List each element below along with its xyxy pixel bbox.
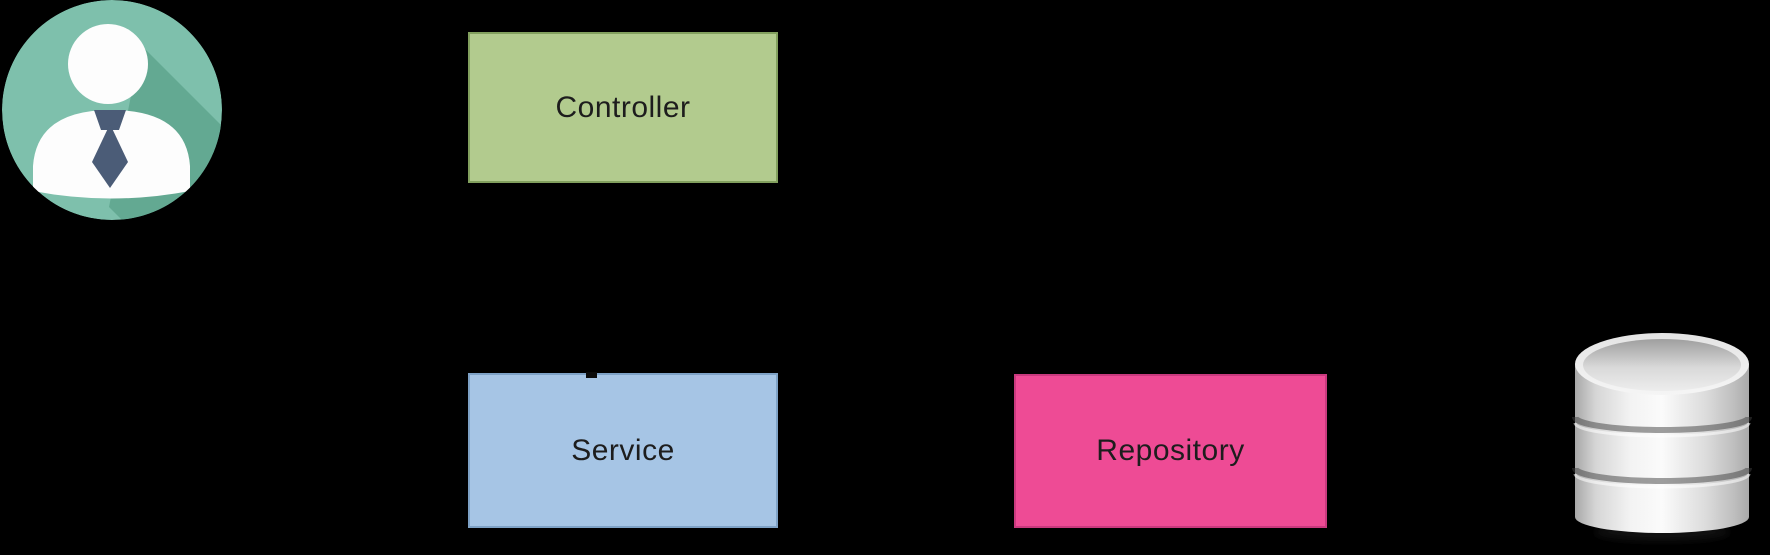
node-repository: Repository: [1014, 374, 1327, 528]
database-groove-1: [1572, 416, 1752, 433]
user-avatar-icon: [2, 0, 222, 220]
database-groove-2-highlight: [1573, 473, 1751, 489]
database-groove-1-highlight: [1573, 422, 1751, 438]
database-body: [1575, 364, 1749, 533]
arrowhead-tip: [586, 372, 597, 378]
node-controller: Controller: [468, 32, 778, 183]
database-top-inner: [1583, 339, 1741, 391]
node-repository-label: Repository: [1096, 434, 1245, 467]
node-service: Service: [468, 373, 778, 528]
avatar-head: [68, 24, 148, 104]
node-service-label: Service: [571, 433, 675, 467]
avatar-tie-knot: [94, 110, 126, 130]
avatar-tie: [92, 124, 128, 188]
database-groove-2: [1572, 467, 1752, 484]
node-controller-label: Controller: [555, 90, 691, 124]
database-icon: [1572, 333, 1752, 548]
